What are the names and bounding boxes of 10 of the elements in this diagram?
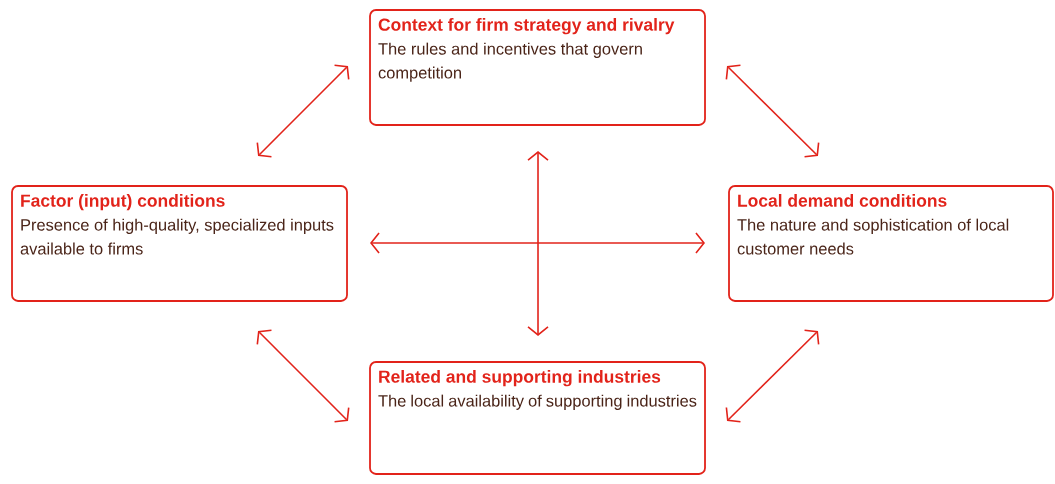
double-arrow (527, 151, 549, 336)
text-box: Related and supporting industries The local availability of supporting industries (369, 361, 706, 475)
double-arrow (725, 329, 820, 423)
text-box: Local demand conditions The nature and sophistication of local customer needs (728, 185, 1054, 302)
double-arrow (370, 232, 705, 254)
double-arrow (256, 329, 350, 423)
text-box: Factor (input) conditions Presence of high-quality, specialized inputs available to firms (11, 185, 348, 302)
text-box: Context for firm strategy and rivalry The rules and incentives that govern competition (369, 9, 706, 126)
double-arrow (725, 64, 820, 158)
double-arrow (256, 64, 350, 158)
